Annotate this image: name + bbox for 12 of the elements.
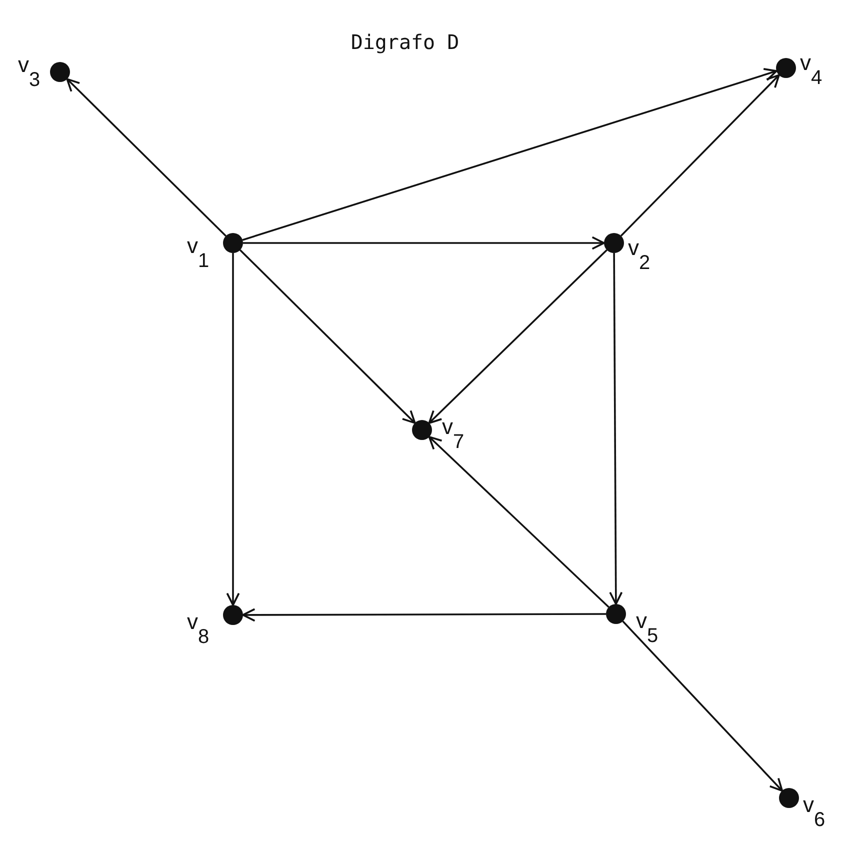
arrow — [242, 608, 606, 622]
arrow — [428, 249, 608, 424]
arrow — [226, 253, 240, 606]
arrow — [243, 236, 605, 250]
arrow — [239, 249, 416, 424]
diagram-title: Digrafo D — [350, 30, 460, 54]
arrow — [622, 620, 784, 792]
arrow — [609, 253, 623, 605]
arrow — [66, 78, 227, 237]
arrow — [428, 436, 610, 608]
arrow — [620, 74, 780, 236]
arrow — [242, 68, 778, 241]
